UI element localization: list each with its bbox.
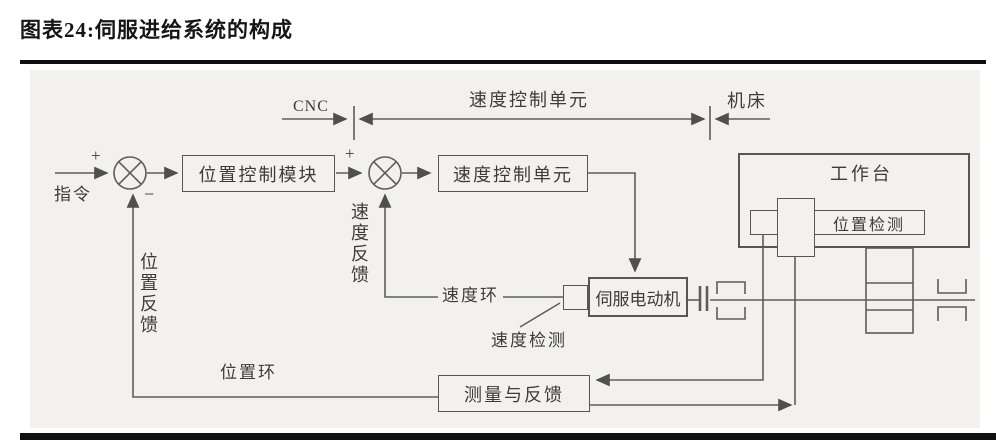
position-detect-box: 位置检测 — [813, 210, 925, 235]
region-cnc-label: CNC — [293, 98, 329, 115]
position-loop-label: 位置环 — [220, 363, 277, 382]
speed-feedback-line — [378, 193, 563, 298]
region-speed-unit-label: 速度控制单元 — [469, 90, 589, 110]
block-servo-motor-label: 伺服电动机 — [595, 289, 681, 309]
block-position-control: 位置控制模块 — [182, 155, 335, 192]
position-detect-label: 位置检测 — [832, 216, 905, 234]
scale-read-head — [777, 198, 815, 257]
table-feedback-lines — [590, 235, 796, 412]
block-measure-feedback-label: 测量与反馈 — [464, 384, 564, 405]
speed-detector-box — [563, 285, 588, 310]
summing-junction-speed — [368, 156, 402, 190]
bearing-right-icon — [937, 279, 967, 294]
summing-junction-position — [113, 156, 147, 190]
block-measure-feedback: 测量与反馈 — [438, 375, 590, 412]
region-dimension-lines — [282, 106, 770, 140]
block-speed-control-label: 速度控制单元 — [453, 164, 573, 185]
screw-nut — [865, 247, 914, 334]
figure-caption: 图表24:伺服进给系统的构成 — [20, 18, 293, 42]
plus-sign-1: + — [91, 146, 102, 165]
machine-drive-lines — [688, 247, 975, 334]
plus-sign-2: + — [345, 144, 356, 163]
position-feedback-line — [126, 193, 438, 398]
speed-feedback-label: 速度反馈 — [349, 202, 369, 286]
scanned-figure-background — [30, 70, 980, 428]
block-position-control-label: 位置控制模块 — [198, 164, 319, 185]
command-label: 指令 — [54, 185, 92, 204]
position-feedback-label: 位置反馈 — [138, 252, 158, 336]
worktable-label: 工作台 — [830, 164, 893, 184]
block-servo-motor: 伺服电动机 — [588, 277, 688, 317]
worktable-box — [738, 153, 970, 248]
bearing-left-icon — [716, 281, 746, 294]
control-loop-lines — [55, 156, 642, 398]
top-rule — [20, 60, 986, 64]
speed-loop-label: 速度环 — [438, 281, 503, 306]
block-speed-control: 速度控制单元 — [438, 155, 588, 192]
speed-detect-label: 速度检测 — [491, 331, 567, 350]
minus-sign: − — [144, 184, 156, 204]
region-machine-label: 机床 — [727, 91, 767, 111]
speed-detect-pointer — [519, 302, 561, 328]
bottom-rule — [20, 433, 996, 440]
